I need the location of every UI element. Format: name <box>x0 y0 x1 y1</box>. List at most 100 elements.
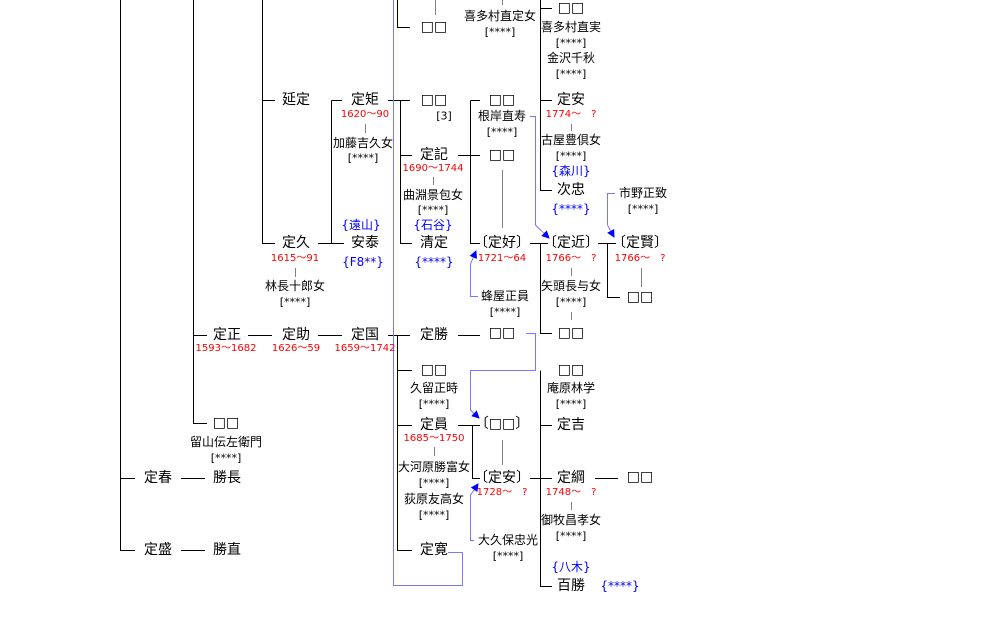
line-sadakazu <box>458 425 480 479</box>
person-name: □□ <box>626 289 654 305</box>
person-name: □□ <box>557 325 585 341</box>
birth-death-years: 1721～64 <box>477 253 527 264</box>
spouse-name: 市野正致 <box>618 186 668 200</box>
rank-note: [****] <box>486 125 518 139</box>
person-name: 定吉 <box>557 417 585 433</box>
rank-note: [3] <box>436 109 452 123</box>
person-name: 定安 <box>557 92 585 108</box>
adoption-link-okubo <box>470 483 479 541</box>
spouse-name: 大河原勝富女 <box>397 460 471 474</box>
person-name: 定久 <box>282 235 310 251</box>
person-name: 〔定賢〕 <box>612 235 668 251</box>
person-name: 勝直 <box>213 542 241 558</box>
spouse-name: 喜多村直定女 <box>463 9 537 23</box>
rank-note: [****] <box>417 203 449 217</box>
line-sadaki <box>458 100 480 244</box>
person-name: 〔定好〕 <box>474 235 530 251</box>
birth-death-years: 1626～59 <box>271 343 321 354</box>
person-name: □□ <box>420 362 448 378</box>
spouse-name: 林長十郎女 <box>264 279 326 293</box>
person-name: 定盛 <box>144 542 172 558</box>
line-gen3 <box>262 0 275 244</box>
birth-death-years: 1728～ ? <box>476 487 528 498</box>
person-name: □□ <box>212 415 240 431</box>
person-name: □□ <box>420 19 448 35</box>
rank-note: [****] <box>627 202 659 216</box>
rank-note: [****] <box>555 149 587 163</box>
rank-note: [****] <box>555 67 587 81</box>
birth-death-years: 1659～1742 <box>334 343 396 354</box>
rank-note: [****] <box>555 529 587 543</box>
rank-note: [****] <box>418 476 450 490</box>
spouse-name: 喜多村直実 <box>540 20 602 34</box>
line-sadakuni <box>388 335 480 551</box>
line-sadayoshi <box>530 243 552 334</box>
person-name: □□ <box>488 92 516 108</box>
person-name: 〔定安〕 <box>474 470 530 486</box>
person-name: 定記 <box>420 147 448 163</box>
family-note: {森川} <box>551 164 591 178</box>
line-sadachika <box>598 243 620 298</box>
person-name: 〔定近〕 <box>543 235 599 251</box>
birth-death-years: 1685～1750 <box>403 433 465 444</box>
spouse-name: 古屋豊倶女 <box>540 133 602 147</box>
adoption-link-negishi <box>530 116 550 239</box>
tick-lines <box>295 0 642 510</box>
birth-death-years: 1593～1682 <box>195 343 257 354</box>
family-note: {F8**} <box>342 255 384 269</box>
spouse-name: 久留正時 <box>409 381 459 395</box>
spouse-name: 庵原林学 <box>546 381 596 395</box>
line-top-right <box>540 0 552 191</box>
birth-death-years: 1620～90 <box>340 109 390 120</box>
spouse-name: 曲淵景包女 <box>402 188 464 202</box>
person-name: 定国 <box>351 327 379 343</box>
person-name: 定矩 <box>351 92 379 108</box>
person-name: 勝長 <box>213 470 241 486</box>
rank-note: [****] <box>489 305 521 319</box>
birth-death-years: 1766～ ? <box>545 253 597 264</box>
person-name: 清定 <box>420 235 448 251</box>
adoption-link-sadahiro <box>393 0 463 586</box>
adoption-link-hachiya <box>469 250 478 297</box>
spouse-name: 御牧昌孝女 <box>540 513 602 527</box>
birth-death-years: 1690～1744 <box>402 163 464 174</box>
rank-note: [****] <box>418 508 450 522</box>
person-name: □□ <box>488 147 516 163</box>
spouse-name: 大久保忠光 <box>477 533 539 547</box>
rank-note: [****] <box>555 397 587 411</box>
adoption-link-sadakatsu <box>470 333 536 419</box>
person-name: □□ <box>557 0 585 16</box>
person-name: □□ <box>420 92 448 108</box>
person-name: 定寛 <box>420 542 448 558</box>
line-sadanori <box>388 100 412 244</box>
spouse-name: 留山伝左衛門 <box>189 435 263 449</box>
spouse-name: 矢頭長与女 <box>540 279 602 293</box>
person-name: 定正 <box>213 327 241 343</box>
person-name: 定綱 <box>557 470 585 486</box>
spouse-name: 金沢千秋 <box>546 51 596 65</box>
person-name: 次忠 <box>557 182 585 198</box>
rank-note: [****] <box>555 36 587 50</box>
person-name: 定勝 <box>420 327 448 343</box>
rank-note: [****] <box>418 397 450 411</box>
rank-note: [****] <box>555 295 587 309</box>
adoption-link-ichino <box>607 193 615 238</box>
person-name: 安泰 <box>351 235 379 251</box>
family-note: {八木} <box>551 560 591 574</box>
person-name: 延定 <box>282 92 310 108</box>
family-note: {****} <box>600 579 640 593</box>
family-note: {****} <box>551 202 591 216</box>
person-name: 定助 <box>282 327 310 343</box>
person-name: 〔□□〕 <box>474 416 530 432</box>
family-note: {遠山} <box>341 218 381 232</box>
person-name: 百勝 <box>557 578 585 594</box>
line-gen1 <box>120 0 135 551</box>
person-name: □□ <box>488 325 516 341</box>
rank-note: [****] <box>347 151 379 165</box>
rank-note: [****] <box>279 295 311 309</box>
birth-death-years: 1748～ ? <box>545 487 597 498</box>
spouse-name: 荻原友高女 <box>403 492 465 506</box>
person-name: □□ <box>626 469 654 485</box>
